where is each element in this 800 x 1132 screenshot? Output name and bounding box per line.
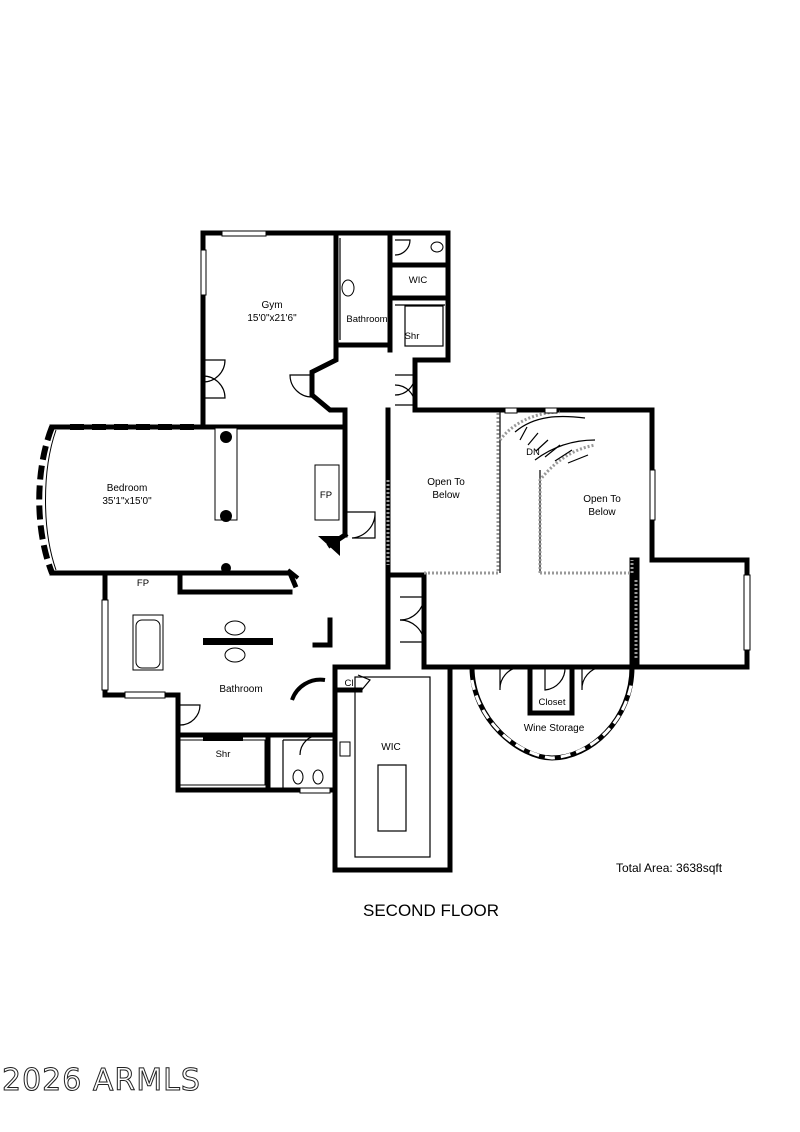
open-left-line2: Below [432, 490, 460, 501]
room-labels: Gym 15'0"x21'6" Bathroom WIC Shr Bedroom… [102, 275, 621, 760]
open-right-line2: Below [588, 507, 616, 518]
bedroom-fp-label: FP [320, 490, 332, 501]
stairs-down-label: DN [526, 447, 540, 458]
bedroom-window-bay [36, 424, 200, 575]
walls [49, 230, 750, 873]
upper-bathroom-label: Bathroom [346, 314, 387, 325]
open-left-line1: Open To [427, 477, 465, 488]
gym-dims: 15'0"x21'6" [247, 313, 297, 324]
bedroom-label: Bedroom [107, 483, 148, 494]
closet-cl-label: Cl [345, 678, 354, 689]
upper-shr-label: Shr [405, 331, 420, 342]
lower-shr-label: Shr [216, 749, 231, 760]
bedroom-dims: 35'1"x15'0" [102, 496, 152, 507]
upper-wic-label: WIC [409, 275, 428, 286]
doors [179, 239, 603, 756]
lower-bathroom-label: Bathroom [219, 684, 262, 695]
total-area: Total Area: 3638sqft [616, 861, 723, 875]
open-right-line1: Open To [583, 494, 621, 505]
stairs [514, 415, 596, 464]
closet-label: Closet [539, 697, 566, 708]
fixtures [135, 241, 444, 785]
floor-title: SECOND FLOOR [363, 901, 499, 920]
wine-storage-label: Wine Storage [524, 723, 585, 734]
railings [386, 410, 638, 660]
watermark: 2026 ARMLS [2, 1063, 201, 1098]
lower-wic-label: WIC [381, 742, 400, 753]
gym-label: Gym [261, 300, 282, 311]
lower-fp-label: FP [137, 578, 149, 589]
windows [36, 230, 751, 794]
